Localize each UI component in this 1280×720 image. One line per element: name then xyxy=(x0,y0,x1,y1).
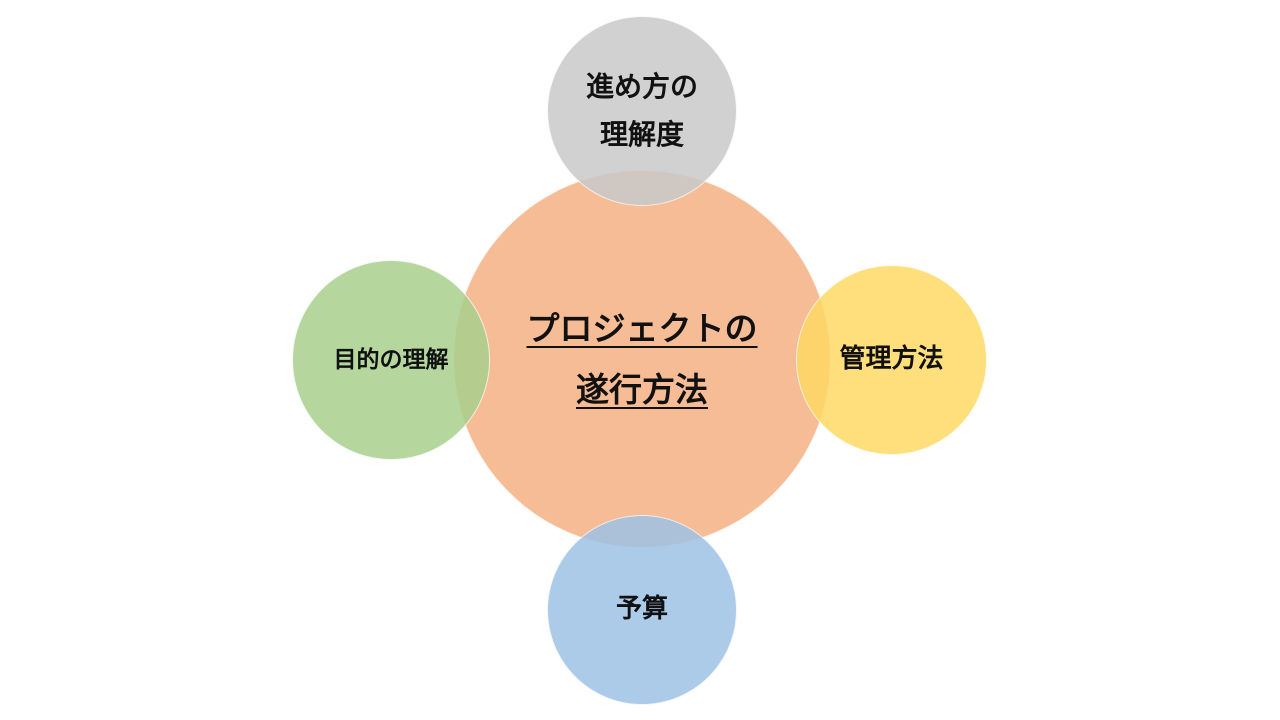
right-circle xyxy=(796,265,987,455)
top-circle xyxy=(547,16,737,206)
bottom-circle xyxy=(547,515,737,705)
left-circle xyxy=(292,260,490,460)
center-circle xyxy=(453,170,831,548)
